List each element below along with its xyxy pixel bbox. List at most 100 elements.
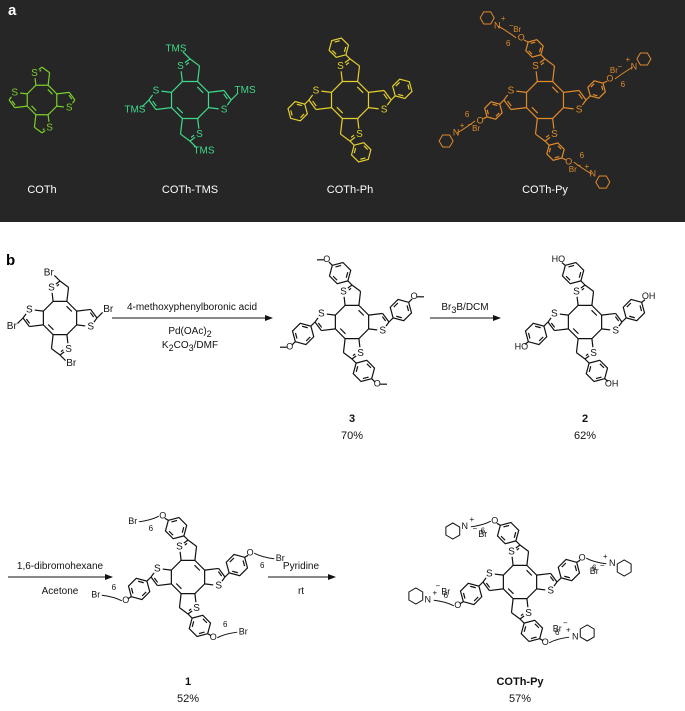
nitrogen-atom: N <box>572 632 579 642</box>
oxygen-atom: O <box>477 115 484 125</box>
step1-base-solvent: K2CO3/DMF <box>162 340 218 353</box>
oxygen-atom: O <box>210 632 217 642</box>
oxygen-atom: O <box>122 595 129 605</box>
plus-charge: + <box>603 552 608 561</box>
chain-length: 6 <box>260 561 265 570</box>
chain-length: 6 <box>149 524 154 533</box>
panel-b: b 4-methoxyphenylboronic acid Pd(OAc)2 K… <box>0 222 685 706</box>
oxygen-atom: O <box>542 637 549 647</box>
sulfur-atom: S <box>532 61 539 72</box>
tetrabromo-core: S S S S <box>22 280 98 356</box>
bromine-atom: Br <box>103 304 114 315</box>
bromine-atom: Br <box>239 627 248 637</box>
oxygen-atom: O <box>579 553 586 563</box>
sulfur-atom: S <box>381 105 388 116</box>
sulfur-atom: S <box>612 326 619 337</box>
panel-b-scheme: 4-methoxyphenylboronic acid Pd(OAc)2 K2C… <box>7 254 656 705</box>
sulfur-atom: S <box>193 603 200 614</box>
bromide-ion: Br <box>590 566 599 576</box>
oxygen-atom: O <box>491 516 498 526</box>
compound-coth-tms-label: COTh-TMS <box>162 184 218 196</box>
bromine-atom: Br <box>128 516 137 526</box>
minus-charge: − <box>435 581 440 590</box>
sulfur-atom: S <box>551 309 558 320</box>
bromine-atom: Br <box>44 267 55 278</box>
chain-length: 6 <box>465 110 470 119</box>
hydroxyl-group: OH <box>642 291 656 301</box>
hexyl-chain <box>253 552 275 560</box>
step1-catalyst: Pd(OAc)2 <box>168 326 211 339</box>
sulfur-atom: S <box>87 322 94 333</box>
product-yield: 57% <box>509 693 531 705</box>
nitrogen-atom: N <box>590 168 597 178</box>
bromine-atom: Br <box>7 321 18 332</box>
sulfur-atom: S <box>547 586 554 597</box>
sulfur-atom: S <box>48 282 55 293</box>
minus-charge: − <box>618 62 623 71</box>
chain-length: 6 <box>621 80 626 89</box>
nitrogen-atom: N <box>631 61 638 71</box>
compound-1-number: 1 <box>185 676 191 688</box>
sulfur-atom: S <box>318 309 325 320</box>
minus-charge: − <box>468 120 473 129</box>
sulfur-atom: S <box>551 129 558 140</box>
chain-length: 6 <box>481 526 486 535</box>
sulfur-atom: S <box>215 581 222 592</box>
minus-charge: − <box>472 524 477 533</box>
sulfur-atom: S <box>340 286 347 297</box>
compound-3-core: S S S S <box>314 284 390 360</box>
nitrogen-atom: N <box>609 558 616 568</box>
step4-reagent: Pyridine <box>283 561 320 572</box>
sulfur-atom: S <box>176 541 183 552</box>
plus-charge: + <box>566 625 571 634</box>
sulfur-atom: S <box>31 68 38 79</box>
bromine-atom: Br <box>66 358 77 369</box>
oxygen-atom: O <box>565 156 572 166</box>
plus-charge: + <box>584 162 589 171</box>
nitrogen-atom: N <box>494 20 501 30</box>
sulfur-atom: S <box>486 569 493 580</box>
compound-3-yield: 70% <box>341 430 363 442</box>
hexyl-chain <box>216 631 238 639</box>
nitrogen-atom: N <box>462 521 469 531</box>
sulfur-atom: S <box>337 61 344 72</box>
oxygen-atom: O <box>159 511 166 521</box>
step2-reagent: Br3B/DCM <box>441 302 488 315</box>
chain-length: 6 <box>592 563 597 572</box>
sulfur-atom: S <box>153 86 160 97</box>
sulfur-atom: S <box>576 105 583 116</box>
minus-charge: − <box>509 21 514 30</box>
hexyl-chain <box>138 515 160 523</box>
sulfur-atom: S <box>66 103 73 114</box>
hexyl-chain <box>470 520 492 528</box>
bromide-ion: Br <box>553 624 562 634</box>
compound-coth-ph-substituents <box>287 37 413 163</box>
plus-charge: + <box>469 515 474 524</box>
chain-length: 6 <box>506 39 511 48</box>
sulfur-atom: S <box>196 129 203 140</box>
step3-solvent: Acetone <box>42 586 79 597</box>
oxygen-atom: O <box>247 548 254 558</box>
sulfur-atom: S <box>26 305 33 316</box>
sulfur-atom: S <box>46 122 53 133</box>
compound-2-number: 2 <box>582 413 588 425</box>
minus-charge: − <box>563 618 568 627</box>
product-name: COTh-Py <box>496 676 544 688</box>
sulfur-atom: S <box>65 344 72 355</box>
sulfur-atom: S <box>313 86 320 97</box>
minus-charge: − <box>600 561 605 570</box>
chain-length: 6 <box>223 620 228 629</box>
tms-group: TMS <box>193 146 214 157</box>
sulfur-atom: S <box>177 61 184 72</box>
step4-condition: rt <box>298 586 304 597</box>
nitrogen-atom: N <box>453 127 460 137</box>
sulfur-atom: S <box>357 348 364 359</box>
sulfur-atom: S <box>379 326 386 337</box>
tms-group: TMS <box>124 104 145 115</box>
